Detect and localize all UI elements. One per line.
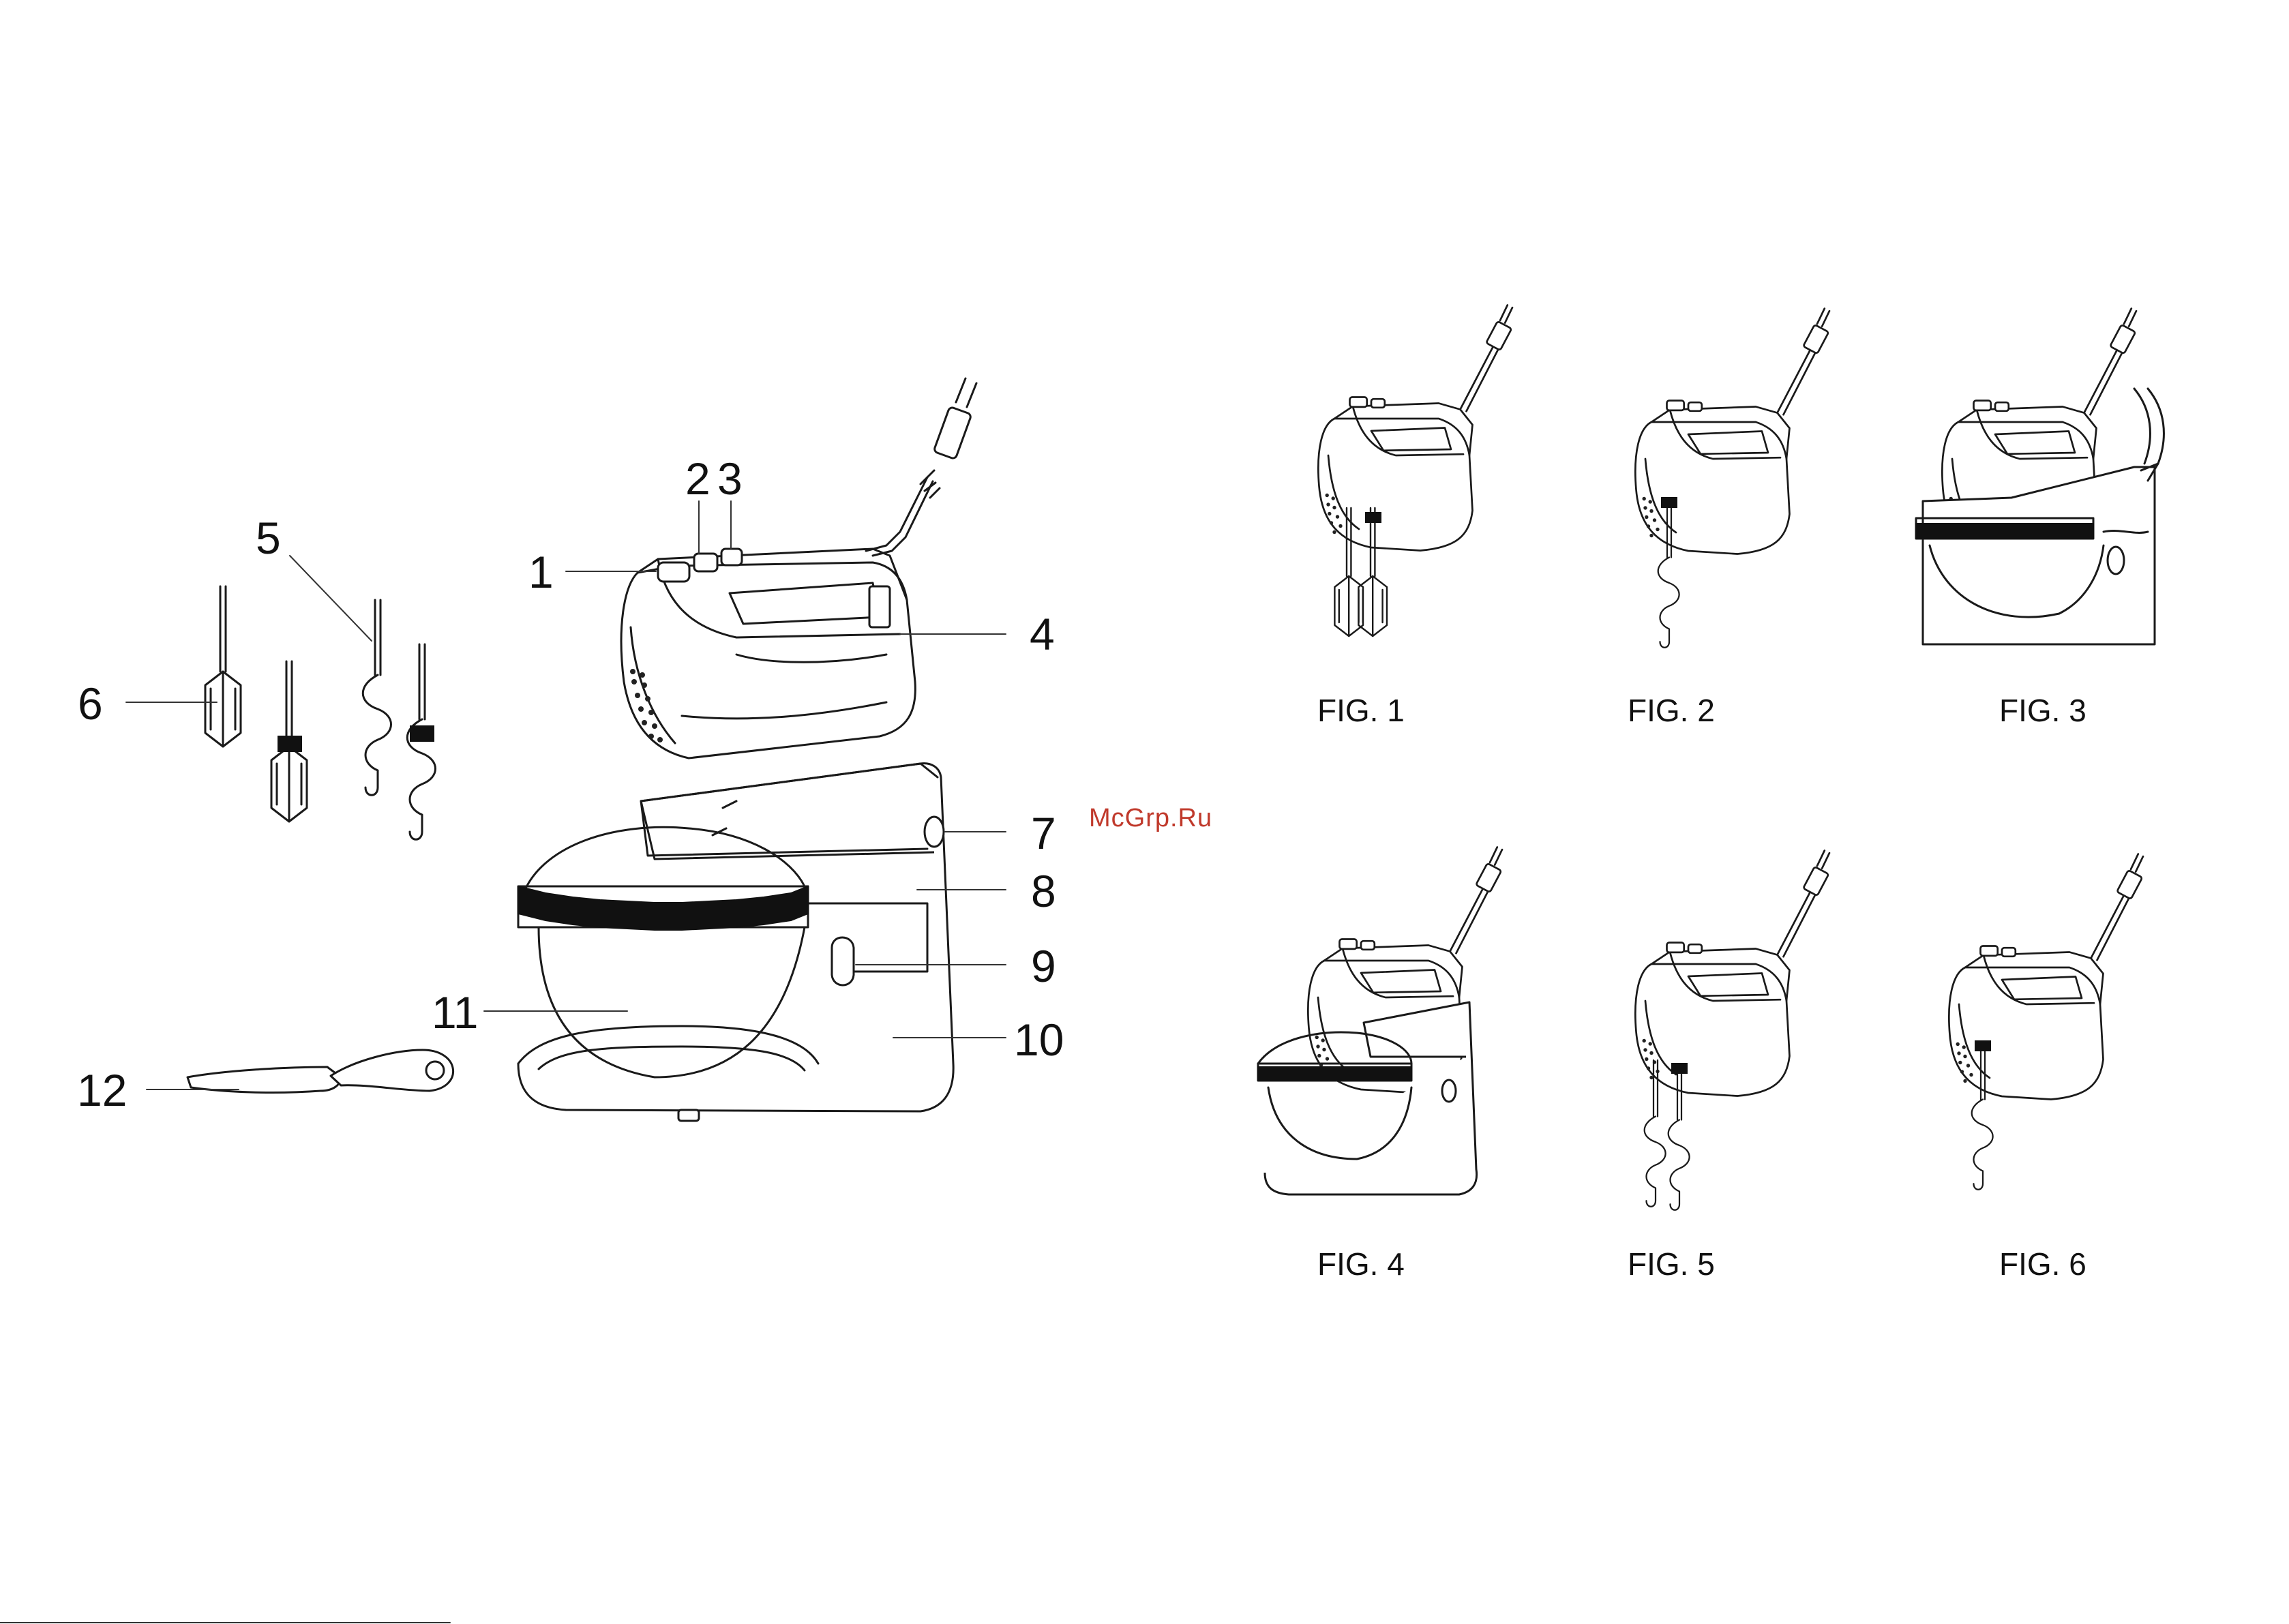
callout-9: 9 — [1031, 941, 1056, 991]
fig-5-caption: FIG. 5 — [1628, 1246, 1715, 1282]
fig-5-illustration — [1635, 851, 1829, 1210]
exploded-parts-view: 1 2 3 4 5 6 7 8 9 10 11 12 — [77, 378, 1064, 1121]
fig-6-illustration — [1949, 854, 2143, 1190]
callout-2: 2 — [685, 453, 710, 504]
stand-and-bowl-illustration — [518, 764, 953, 1121]
beaters-illustration — [205, 586, 307, 822]
dough-hooks-illustration — [363, 600, 435, 839]
fig-1-caption: FIG. 1 — [1317, 693, 1405, 728]
callout-1: 1 — [528, 547, 554, 597]
hand-mixer-illustration — [621, 378, 976, 758]
speed-switch-shape — [721, 549, 742, 565]
spatula-illustration — [188, 1050, 453, 1092]
fig-6-caption: FIG. 6 — [1999, 1246, 2086, 1282]
watermark-text: McGrp.Ru — [1089, 804, 1212, 832]
callout-6: 6 — [78, 678, 103, 729]
callout-3: 3 — [717, 453, 743, 504]
callout-8: 8 — [1031, 866, 1056, 916]
fig-2-illustration — [1635, 309, 1829, 648]
bowl-rim-ribs — [518, 886, 808, 930]
callout-4: 4 — [1030, 609, 1055, 659]
fig-3-caption: FIG. 3 — [1999, 693, 2086, 728]
fig-1-illustration — [1318, 305, 1512, 637]
fig-2-caption: FIG. 2 — [1628, 693, 1715, 728]
fig-4-caption: FIG. 4 — [1317, 1246, 1405, 1282]
callout-5: 5 — [256, 513, 281, 563]
callout-11: 11 — [432, 987, 479, 1038]
fig-4-illustration — [1258, 847, 1502, 1195]
callout-12: 12 — [77, 1065, 127, 1115]
callout-10: 10 — [1014, 1014, 1064, 1065]
fig-3-illustration — [1916, 309, 2164, 645]
callout-7: 7 — [1031, 808, 1056, 858]
eject-button-shape — [658, 562, 689, 582]
